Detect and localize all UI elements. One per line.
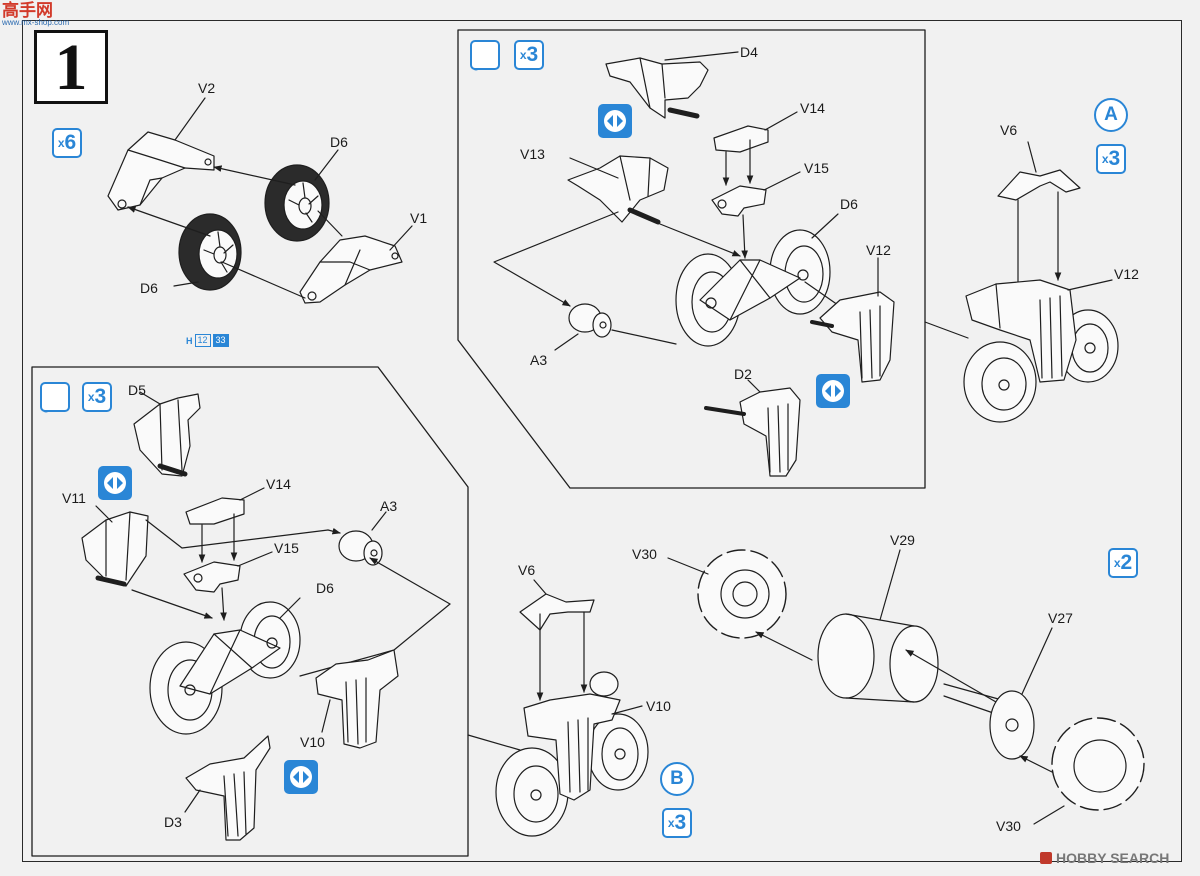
label-d4: D4: [740, 44, 758, 60]
box-bottom-pointer: [467, 734, 521, 751]
hobby-search-logo-icon: [1040, 852, 1052, 864]
label-v12: V12: [1114, 266, 1139, 282]
part-v14-bottom: [185, 497, 245, 563]
glue-box-top: [470, 40, 500, 70]
part-d3: [185, 735, 271, 841]
part-v2: [107, 131, 215, 211]
label-d6: D6: [316, 580, 334, 596]
subassembly-box-top: [457, 29, 926, 489]
wheel-assembly-top: [675, 229, 831, 347]
label-v15: V15: [804, 160, 829, 176]
step-number: 1: [34, 30, 108, 104]
part-d4: [605, 57, 709, 119]
label-v29: V29: [890, 532, 915, 548]
part-v30-top: [697, 549, 787, 639]
label-d5: D5: [128, 382, 146, 398]
label-a3: A3: [530, 352, 548, 368]
box-top-pointer: [924, 321, 969, 339]
label-v2: V2: [198, 80, 216, 96]
flip-symbol-icon: [284, 760, 318, 794]
label-v11: V11: [62, 490, 86, 506]
label-v14: V14: [800, 100, 825, 116]
part-v6-right: [997, 169, 1081, 201]
part-v6-bottom: [519, 593, 595, 631]
part-d5: [133, 393, 201, 477]
multiplier-box-bottom: x3: [82, 382, 112, 412]
label-d6: D6: [840, 196, 858, 212]
glue-box-bottom: [40, 382, 70, 412]
label-v13: V13: [520, 146, 545, 162]
wheel-d6-upper: [264, 164, 330, 242]
part-v13: [567, 155, 669, 223]
label-d6: D6: [140, 280, 158, 296]
label-v6: V6: [1000, 122, 1018, 138]
label-v27: V27: [1048, 610, 1073, 626]
subassembly-box-bottom: [31, 366, 469, 857]
multiplier-assembly-b: x3: [662, 808, 692, 838]
label-v6: V6: [518, 562, 536, 578]
part-v1: [299, 235, 403, 304]
label-d2: D2: [734, 366, 752, 382]
label-d3: D3: [164, 814, 182, 830]
part-v15-bottom: [183, 561, 241, 593]
part-ref: H 12 33: [186, 334, 229, 347]
part-v30-bottom: [1051, 717, 1145, 811]
wheel-assembly-a: [963, 279, 1119, 423]
watermark-bottom-right: HOBBY SEARCH: [1040, 850, 1169, 866]
multiplier-box-top: x3: [514, 40, 544, 70]
multiplier-wheels: x6: [52, 128, 82, 158]
label-v14: V14: [266, 476, 291, 492]
part-v10-box: [315, 649, 399, 749]
multiplier-sprocket: x2: [1108, 548, 1138, 578]
part-d2: [704, 387, 801, 477]
part-v14-top: [713, 125, 769, 186]
flip-symbol-icon: [598, 104, 632, 138]
part-v27: [943, 683, 1035, 760]
label-v10: V10: [300, 734, 325, 750]
flip-symbol-icon: [98, 466, 132, 500]
multiplier-assembly-a: x3: [1096, 144, 1126, 174]
label-v12: V12: [866, 242, 891, 258]
part-v11: [81, 511, 149, 587]
label-v1: V1: [410, 210, 428, 226]
part-a3-top: [568, 303, 612, 338]
part-a3-bottom: [338, 530, 383, 566]
label-v30: V30: [632, 546, 657, 562]
instruction-frame: [22, 20, 1182, 862]
part-v15-top: [711, 185, 767, 217]
label-v15: V15: [274, 540, 299, 556]
watermark-top-left: 高手网 www.mx-shop.com: [2, 1, 70, 27]
callout-a: A: [1094, 98, 1128, 132]
wheel-d6-lower: [178, 213, 242, 291]
label-a3: A3: [380, 498, 398, 514]
part-v29: [817, 613, 939, 703]
label-v30: V30: [996, 818, 1021, 834]
wheel-assembly-b: [495, 671, 649, 837]
label-v10: V10: [646, 698, 671, 714]
part-v12-box: [810, 291, 895, 383]
flip-symbol-icon: [816, 374, 850, 408]
label-d6: D6: [330, 134, 348, 150]
callout-b: B: [660, 762, 694, 796]
wheel-assembly-bottom: [149, 601, 301, 735]
